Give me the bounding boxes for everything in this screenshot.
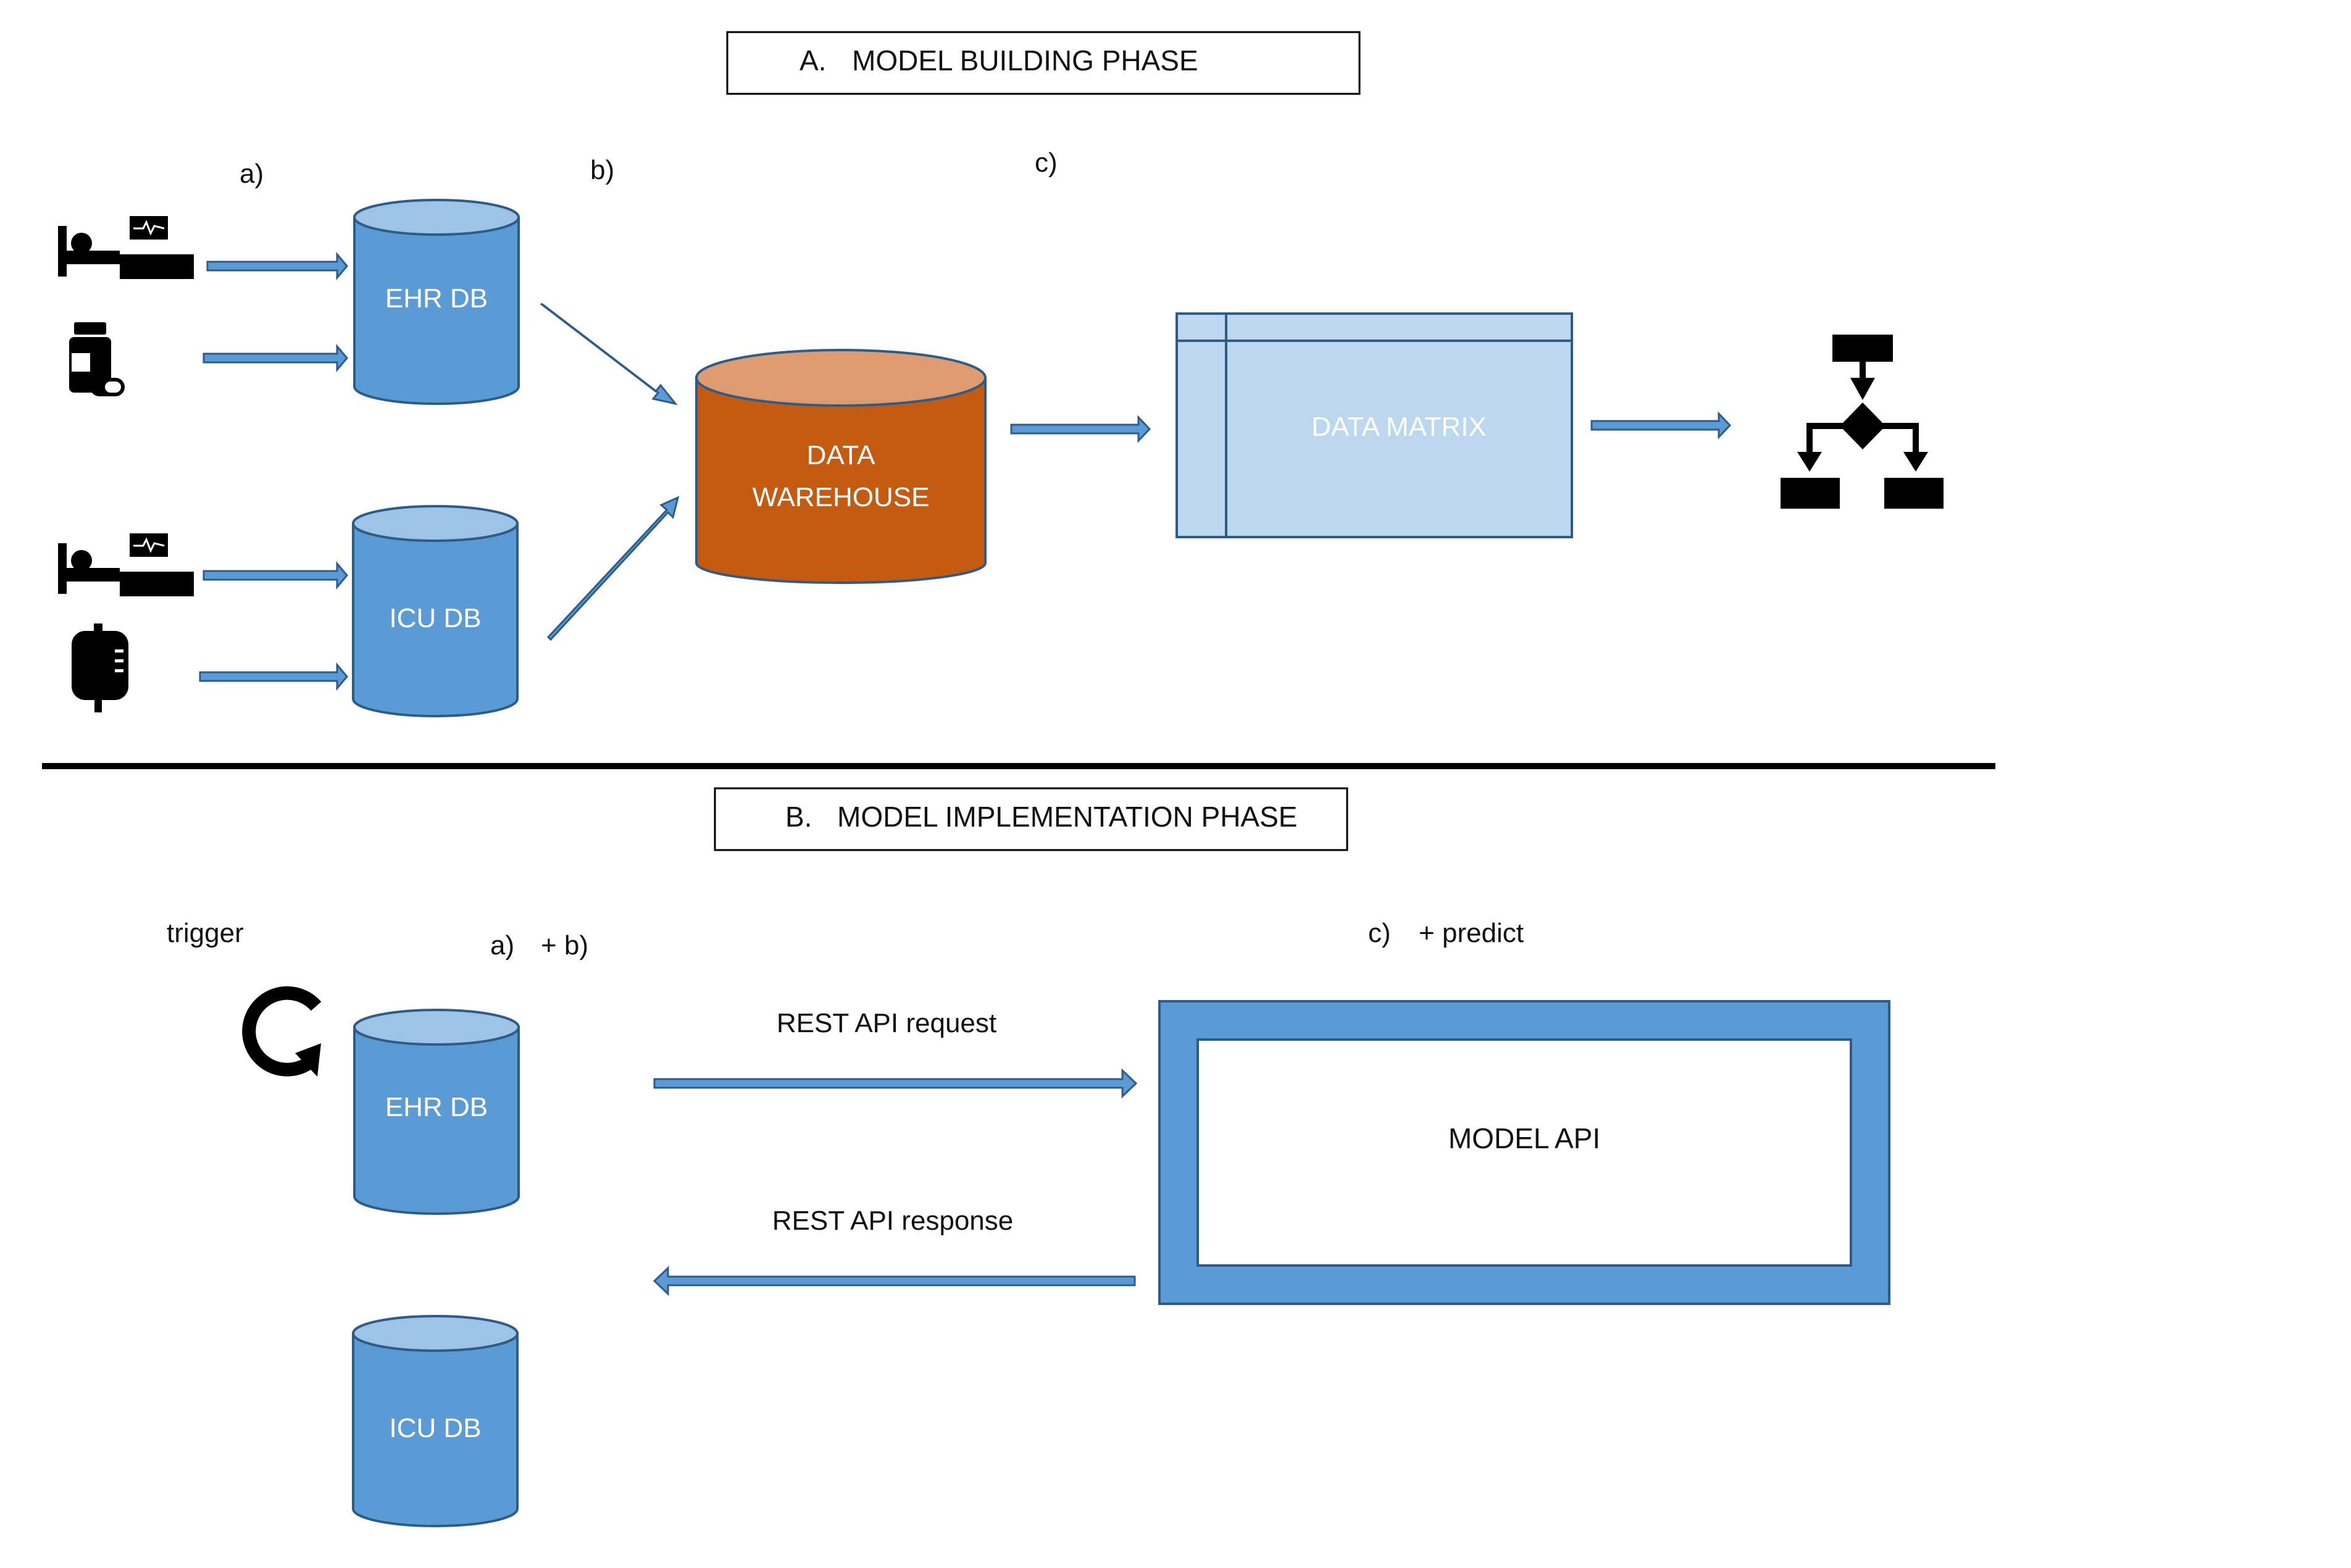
rest-api-request-arrow — [653, 1068, 1138, 1099]
refresh-trigger-icon — [242, 986, 322, 1077]
arrow-bed-to-ehr — [206, 251, 348, 281]
model-api-box: MODEL API — [1158, 1000, 1890, 1305]
phase-a-title: MODEL BUILDING PHASE — [852, 44, 1198, 77]
phase-divider — [42, 763, 1995, 769]
patient-bed-monitor-icon — [57, 532, 195, 598]
ehr-db-cylinder-b: EHR DB — [353, 1009, 520, 1215]
warehouse-label-line1: DATA — [807, 440, 875, 470]
phase-b-step-c: c) — [1368, 918, 1391, 948]
phase-b-step-a: a) — [490, 930, 514, 961]
rest-api-response-arrow — [653, 1266, 1136, 1296]
phase-b-title-letter: B. — [785, 801, 812, 833]
arrow-ehr-to-warehouse — [540, 302, 678, 406]
trigger-label: trigger — [167, 918, 244, 948]
icu-db-label: ICU DB — [389, 603, 481, 633]
ehr-db-cylinder: EHR DB — [353, 199, 520, 405]
phase-a-step-a: a) — [240, 159, 264, 189]
data-warehouse-cylinder: DATA WAREHOUSE — [695, 349, 987, 584]
phase-a-title-box — [726, 31, 1361, 95]
data-matrix-label: DATA MATRIX — [1311, 412, 1487, 442]
icu-db-cylinder: ICU DB — [352, 505, 519, 717]
icu-db-cylinder-b: ICU DB — [352, 1315, 519, 1527]
phase-b-step-predict: + predict — [1419, 918, 1524, 948]
ehr-db-label: EHR DB — [385, 283, 488, 314]
arrow-bed-to-icu — [203, 561, 348, 590]
phase-b-step-b: + b) — [541, 930, 588, 961]
model-api-label: MODEL API — [1448, 1122, 1600, 1154]
phase-b-title-box — [714, 787, 1348, 851]
ehr-db-label-b: EHR DB — [385, 1092, 488, 1122]
arrow-icu-to-warehouse — [546, 496, 680, 641]
phase-b-title: MODEL IMPLEMENTATION PHASE — [837, 801, 1297, 833]
arrow-matrix-to-model — [1590, 411, 1732, 440]
decision-tree-icon — [1781, 335, 1944, 509]
phase-a-step-b: b) — [590, 155, 614, 185]
medication-pills-icon — [69, 322, 125, 396]
data-matrix-table: DATA MATRIX — [1176, 312, 1573, 538]
iv-bag-icon — [72, 623, 128, 712]
phase-a: A. MODEL BUILDING PHASE a) b) c) — [57, 31, 1944, 717]
phase-b: B. MODEL IMPLEMENTATION PHASE trigger a)… — [167, 787, 1890, 1527]
warehouse-label-line2: WAREHOUSE — [753, 482, 930, 512]
icu-db-label-b: ICU DB — [389, 1413, 481, 1443]
arrow-meds-to-ehr — [203, 343, 348, 373]
phase-a-title-letter: A. — [800, 44, 826, 77]
rest-api-request-label: REST API request — [777, 1008, 996, 1038]
arrow-iv-to-icu — [199, 662, 348, 691]
arrow-warehouse-to-matrix — [1010, 415, 1151, 443]
patient-bed-monitor-icon — [57, 215, 195, 280]
phase-a-step-c: c) — [1035, 148, 1058, 178]
rest-api-response-label: REST API response — [772, 1206, 1014, 1236]
